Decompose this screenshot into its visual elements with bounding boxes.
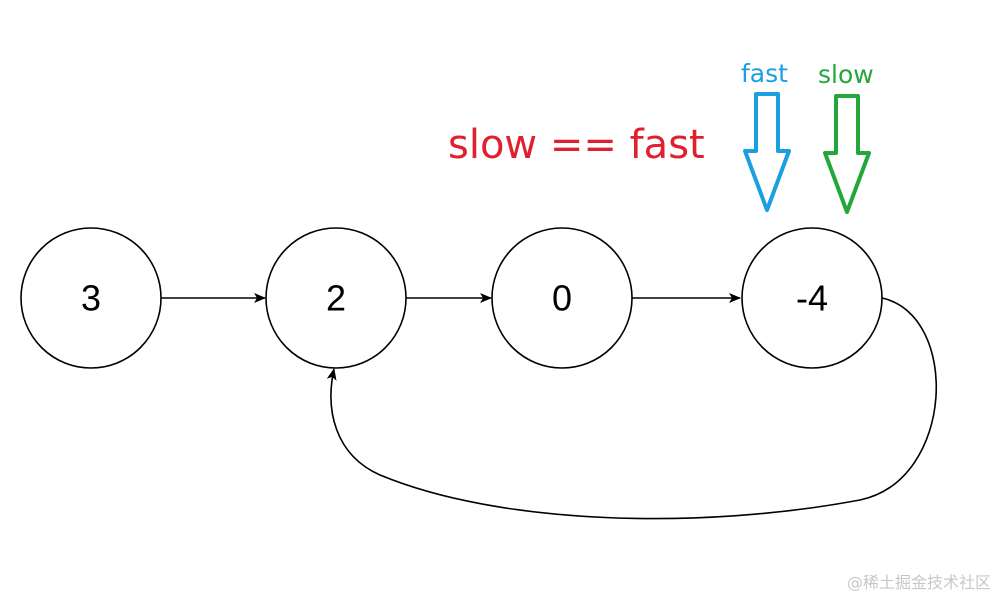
watermark: @稀土掘金技术社区 — [847, 573, 991, 592]
fast-pointer-arrow — [743, 92, 791, 212]
fast-pointer-label: fast — [741, 59, 788, 88]
node-value: -4 — [796, 278, 828, 319]
node-value: 2 — [326, 278, 346, 319]
node-value: 3 — [81, 278, 101, 319]
node-minus4: -4 — [741, 227, 883, 369]
node-value: 0 — [552, 278, 572, 319]
node-3: 3 — [20, 227, 162, 369]
node-0: 0 — [491, 227, 633, 369]
slow-pointer-arrow — [823, 94, 871, 214]
node-2: 2 — [265, 227, 407, 369]
slow-pointer-label: slow — [818, 60, 874, 89]
cycle-edge-minus4-to-2 — [326, 297, 938, 520]
condition-label: slow == fast — [448, 122, 705, 168]
